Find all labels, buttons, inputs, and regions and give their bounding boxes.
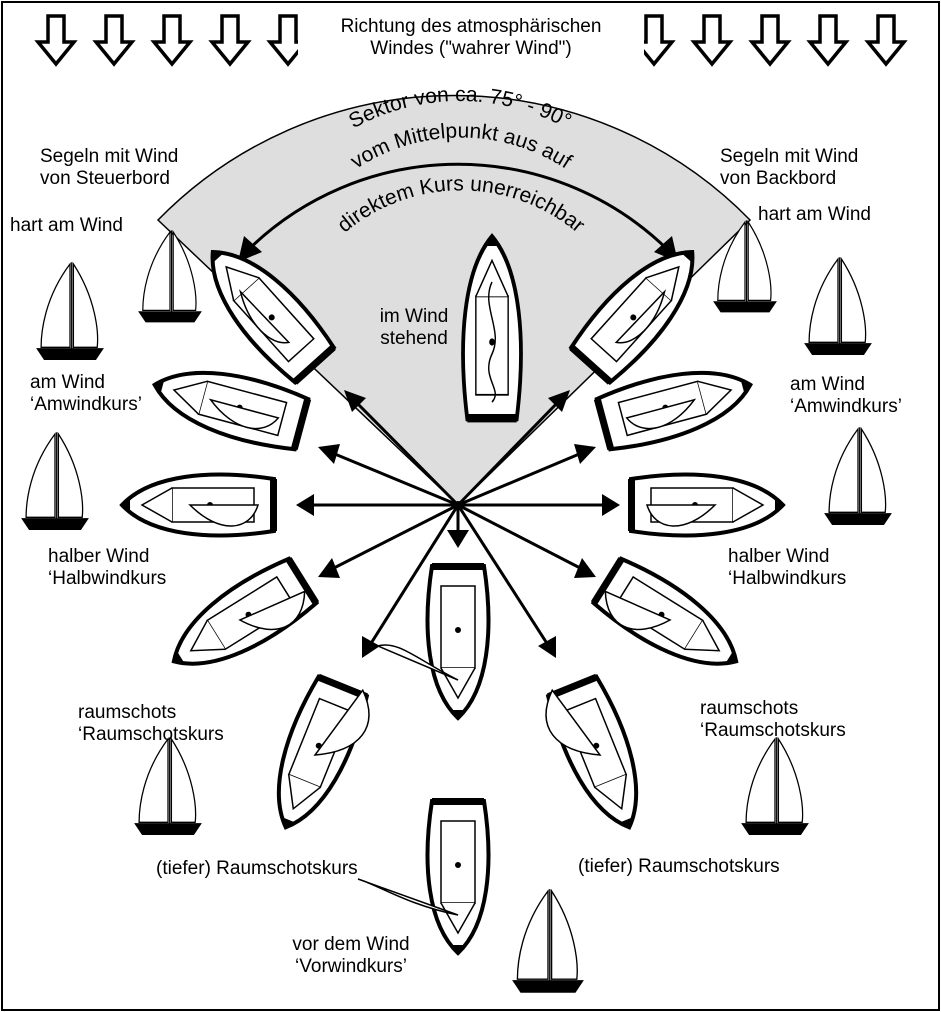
boat-beam-reach-port xyxy=(628,475,785,536)
am-wind-right-line-1: am Wind xyxy=(790,374,902,396)
wind-direction-label: Richtung des atmosphärischen Windes ("wa… xyxy=(298,16,644,60)
halber-wind-left-line-1: halber Wind xyxy=(48,546,166,568)
sailboat-side-icon xyxy=(826,427,891,524)
label-im-wind-stehend: im Wind stehend xyxy=(364,306,464,350)
label-am-wind-left: am Wind ‘Amwindkurs’ xyxy=(30,372,142,416)
wind-arrow-icon xyxy=(810,16,846,64)
wind-arrow-icon xyxy=(694,16,730,64)
sailboat-side-icon xyxy=(806,257,871,354)
halber-wind-right-line-2: ‘Halbwindkurs xyxy=(728,568,846,590)
sailboat-side-icon xyxy=(514,889,582,992)
boat-beam-reach-starboard xyxy=(120,475,277,536)
wind-arrow-icon xyxy=(38,16,74,64)
wind-arrow-icon xyxy=(154,16,190,64)
halber-wind-right-line-1: halber Wind xyxy=(728,546,846,568)
am-wind-right-line-2: ‘Amwindkurs’ xyxy=(790,396,902,418)
wind-arrow-icon xyxy=(868,16,904,64)
raumschots-right-line-2: ‘Raumschotskurs xyxy=(700,720,846,742)
vorwind-line-2: ‘Vorwindkurs’ xyxy=(266,956,436,978)
label-hart-am-wind-left: hart am Wind xyxy=(10,215,123,237)
wind-arrow-icon xyxy=(212,16,248,64)
boat-running xyxy=(358,798,488,955)
raumschots-left-line-1: raumschots xyxy=(78,702,224,724)
starboard-header-line-2: von Steuerbord xyxy=(40,168,178,190)
sailboat-side-icon xyxy=(136,737,201,834)
im-wind-line-2: stehend xyxy=(364,328,464,350)
label-vor-dem-wind: vor dem Wind ‘Vorwindkurs’ xyxy=(266,934,436,978)
wind-arrow-icon xyxy=(96,16,132,64)
label-hart-am-wind-right: hart am Wind xyxy=(758,204,871,226)
label-halber-wind-left: halber Wind ‘Halbwindkurs xyxy=(48,546,166,590)
label-am-wind-right: am Wind ‘Amwindkurs’ xyxy=(790,374,902,418)
port-header-line-1: Segeln mit Wind xyxy=(720,146,858,168)
sailboat-side-icon xyxy=(38,262,103,359)
im-wind-line-1: im Wind xyxy=(364,306,464,328)
center-point xyxy=(454,501,462,509)
wind-direction-line-1: Richtung des atmosphärischen xyxy=(298,16,644,38)
label-tiefer-raumschots-right: (tiefer) Raumschotskurs xyxy=(578,856,780,878)
boat-broad-reach-starboard xyxy=(156,553,321,688)
boat-center-lower xyxy=(378,563,488,720)
halber-wind-left-line-2: ‘Halbwindkurs xyxy=(48,568,166,590)
wind-direction-line-2: Windes ("wahrer Wind") xyxy=(298,38,644,60)
label-raumschots-right: raumschots ‘Raumschotskurs xyxy=(700,698,846,742)
boat-deep-reach-starboard xyxy=(257,671,379,843)
port-header: Segeln mit Wind von Backbord xyxy=(720,146,858,190)
wind-arrow-icon xyxy=(752,16,788,64)
vorwind-line-1: vor dem Wind xyxy=(266,934,436,956)
label-halber-wind-right: halber Wind ‘Halbwindkurs xyxy=(728,546,846,590)
raumschots-left-line-2: ‘Raumschotskurs xyxy=(78,724,224,746)
label-raumschots-left: raumschots ‘Raumschotskurs xyxy=(78,702,224,746)
starboard-header-line-1: Segeln mit Wind xyxy=(40,146,178,168)
boat-deep-reach-port xyxy=(536,671,658,843)
starboard-header: Segeln mit Wind von Steuerbord xyxy=(40,146,178,190)
am-wind-left-line-2: ‘Amwindkurs’ xyxy=(30,394,142,416)
sailboat-side-icon xyxy=(23,432,88,529)
sailboat-side-icon xyxy=(743,737,808,834)
raumschots-right-line-1: raumschots xyxy=(700,698,846,720)
am-wind-left-line-1: am Wind xyxy=(30,372,142,394)
port-header-line-2: von Backbord xyxy=(720,168,858,190)
label-tiefer-raumschots-left: (tiefer) Raumschotskurs xyxy=(156,858,358,880)
